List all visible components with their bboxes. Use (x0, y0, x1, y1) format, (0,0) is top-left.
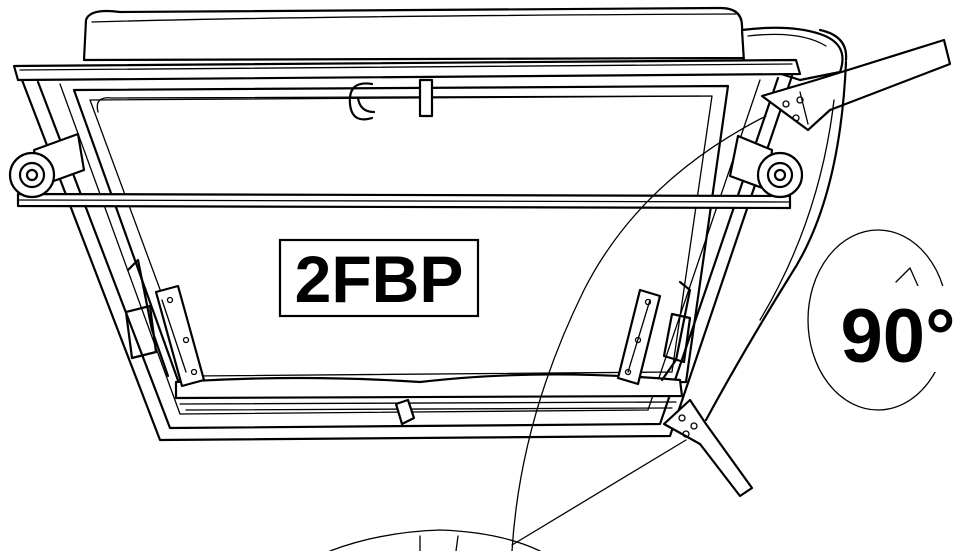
rotation-angle: 90° (841, 294, 956, 379)
callout-lines (329, 115, 767, 551)
left-roller (8, 132, 86, 199)
outer-frame (12, 58, 802, 442)
upper-swing-arm (760, 38, 952, 132)
side-cover (704, 28, 848, 422)
model-label-box: 2FBP (278, 238, 480, 318)
right-roller (728, 134, 804, 199)
right-hinge (616, 280, 692, 386)
top-cushion (82, 6, 844, 82)
model-label: 2FBP (295, 242, 464, 316)
left-hinge (124, 258, 206, 388)
lower-swing-arm (662, 398, 754, 498)
inner-panel (72, 84, 730, 388)
top-latch (348, 78, 434, 121)
rotation-indicator: 90° (807, 229, 966, 411)
bottom-rail (174, 373, 684, 426)
cross-bar (16, 192, 792, 210)
